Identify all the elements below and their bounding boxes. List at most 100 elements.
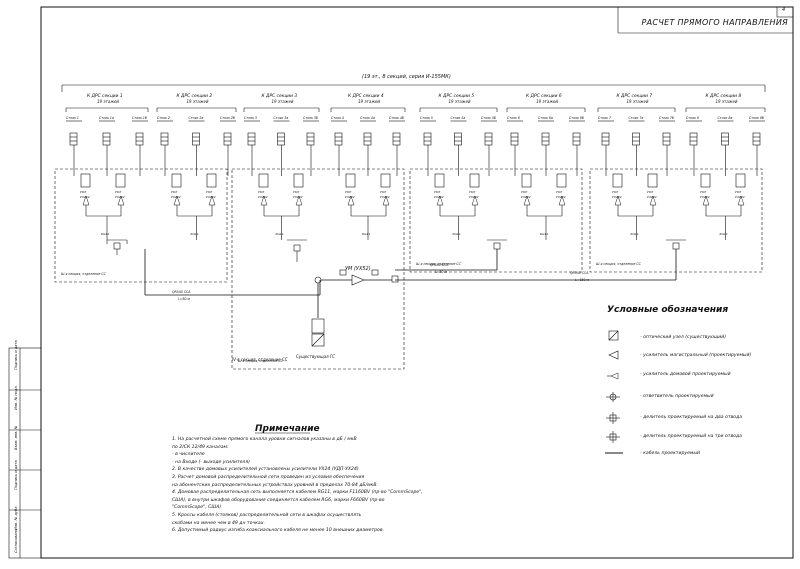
pipe-label: Стояк 6 bbox=[507, 116, 520, 120]
pipe-level-box bbox=[572, 132, 581, 146]
sheet-number: 4 bbox=[782, 7, 786, 13]
house-amp-level-box bbox=[80, 173, 91, 188]
cable-label: RG11 bbox=[101, 232, 109, 236]
splitter-symbol bbox=[391, 275, 399, 283]
note-line: 5. Кроссы кабеля (стояков) распределител… bbox=[172, 513, 362, 518]
amp-label: УКЛ bbox=[612, 190, 619, 194]
amp-label: УКЛ bbox=[80, 190, 87, 194]
header-span-label: (19 эт., 8 секций, серия И-155МК) bbox=[362, 74, 451, 80]
section-sublabel: 19 этажей bbox=[449, 99, 471, 104]
trunk-mid-length: L=50 м bbox=[435, 270, 447, 274]
legend-item-trunk-amp: - усилитель магистральный (проектируемый… bbox=[640, 353, 752, 358]
cable-label: RG11 bbox=[191, 232, 199, 236]
pipe-label: Стояк 8 bbox=[686, 116, 699, 120]
section-label: К ДРС секции 8 bbox=[706, 93, 742, 99]
amp-model: УХ242 bbox=[521, 195, 531, 199]
legend-optical-node-icon bbox=[608, 330, 619, 341]
pipe-level-box bbox=[752, 132, 761, 146]
note-line: 6. Допустимый радиус изгиба коаксиальног… bbox=[172, 528, 385, 534]
legend-trunk-amp-icon bbox=[608, 350, 619, 360]
amp-model: УХ242 bbox=[700, 195, 710, 199]
amp-model: УХ242 bbox=[380, 195, 390, 199]
pipe-label: Стояк 2 bbox=[157, 116, 170, 120]
pipe-level-box bbox=[306, 132, 315, 146]
amp-label: УКЛ bbox=[735, 190, 742, 194]
note-line: - в числителе bbox=[172, 452, 205, 458]
amp-model: УХ242 bbox=[258, 195, 268, 199]
trunk-left-label: QR540 ССА bbox=[172, 290, 191, 294]
house-amp-level-box bbox=[556, 173, 567, 188]
pipe-label: Стояк 4а bbox=[360, 116, 375, 120]
amp-model: УХ242 bbox=[206, 195, 216, 199]
amp-model: УХ242 bbox=[469, 195, 479, 199]
pipe-label: Стояк 7 bbox=[598, 116, 611, 120]
drawing-title: РАСЧЕТ ПРЯМОГО НАПРАВЛЕНИЯ bbox=[641, 18, 788, 27]
amp-label: УКЛ bbox=[700, 190, 707, 194]
amp-label: УКЛ bbox=[521, 190, 528, 194]
sheet-number-box bbox=[776, 6, 794, 18]
pipe-level-box bbox=[423, 132, 432, 146]
pipe-label: Стояк 4б bbox=[389, 116, 404, 120]
cabinet-outline bbox=[54, 168, 228, 283]
pipe-level-box bbox=[223, 132, 232, 146]
amp-model: УХ242 bbox=[556, 195, 566, 199]
side-stamp-label: Взам. инв. № bbox=[14, 425, 18, 450]
note-line: 1. На расчетной схеме прямого канала уро… bbox=[172, 437, 357, 442]
section-label: К ДРС секции 4 bbox=[348, 93, 384, 99]
pipe-level-box bbox=[334, 132, 343, 146]
section-label: К ДРС секции 6 bbox=[526, 93, 562, 99]
house-amp-level-box bbox=[293, 173, 304, 188]
cabinet-label: Ш-я секция, отделение СС bbox=[416, 262, 462, 266]
amp-model: УХ242 bbox=[115, 195, 125, 199]
legend-optical-node-icon bbox=[608, 330, 619, 341]
trunk-mid-label: QR540 ССА bbox=[430, 263, 449, 267]
pipe-level-box bbox=[135, 132, 144, 146]
pipe-label: Стояк 1а bbox=[99, 116, 114, 120]
pipe-label: Стояк 6а bbox=[538, 116, 553, 120]
house-amp-level-box bbox=[258, 173, 269, 188]
side-stamp-label: Инв. № дубл. bbox=[14, 505, 18, 530]
trunk-amp-symbol bbox=[351, 274, 365, 286]
pipe-label: Стояк 6б bbox=[569, 116, 584, 120]
section-label: К ДРС секции 3 bbox=[262, 93, 298, 99]
section-label: К ДРС секции 5 bbox=[439, 93, 475, 99]
section-label: К ДРС секции 2 bbox=[177, 93, 213, 99]
house-amp-level-box bbox=[206, 173, 217, 188]
cable-label: RG11 bbox=[540, 232, 548, 236]
pipe-label: Стояк 2а bbox=[189, 116, 204, 120]
trunk-right-length: L=150 м bbox=[575, 278, 589, 282]
cabinet-label: Ш-я секция, отделение СС bbox=[596, 262, 642, 266]
house-amp-level-box bbox=[612, 173, 623, 188]
pipe-label: Стояк 5а bbox=[451, 116, 466, 120]
pipe-level-box bbox=[601, 132, 610, 146]
house-amp-level-box bbox=[521, 173, 532, 188]
pipe-label: Стояк 1б bbox=[132, 116, 147, 120]
pipe-level-box bbox=[247, 132, 256, 146]
amp-model: УХ242 bbox=[80, 195, 90, 199]
optical-node-symbol bbox=[311, 333, 325, 347]
house-amp-level-box bbox=[115, 173, 126, 188]
house-amp-level-box bbox=[647, 173, 658, 188]
splitter-symbol bbox=[672, 242, 680, 250]
side-stamp-label: Инв. № подл. bbox=[14, 385, 18, 410]
amp-model: УХ242 bbox=[293, 195, 303, 199]
house-amp-level-box bbox=[345, 173, 356, 188]
pipe-label: Стояк 8а bbox=[718, 116, 733, 120]
amp-label: УКЛ bbox=[556, 190, 563, 194]
pipe-level-box bbox=[192, 132, 200, 146]
level-box bbox=[339, 269, 347, 276]
legend-title: Условные обозначения bbox=[607, 305, 729, 315]
amp-label: УКЛ bbox=[647, 190, 654, 194]
pipe-level-box bbox=[484, 132, 493, 146]
pipe-label: Стояк 8б bbox=[749, 116, 764, 120]
amp-label: УКЛ bbox=[469, 190, 476, 194]
legend-item-tap: - ответвитель проектируемый bbox=[640, 394, 714, 399]
amp-model: УХ242 bbox=[171, 195, 181, 199]
note-line: США), в внутри шкафов оборудования соеди… bbox=[172, 497, 385, 503]
trunk-left-length: L=80 м bbox=[178, 297, 190, 301]
main-cabinet-label: IV-я секция, отделение СС bbox=[232, 357, 288, 362]
section-sublabel: 19 этажей bbox=[627, 99, 649, 104]
house-amp-level-box bbox=[700, 173, 711, 188]
trunk-right-label: QR540 ССА bbox=[570, 271, 589, 275]
